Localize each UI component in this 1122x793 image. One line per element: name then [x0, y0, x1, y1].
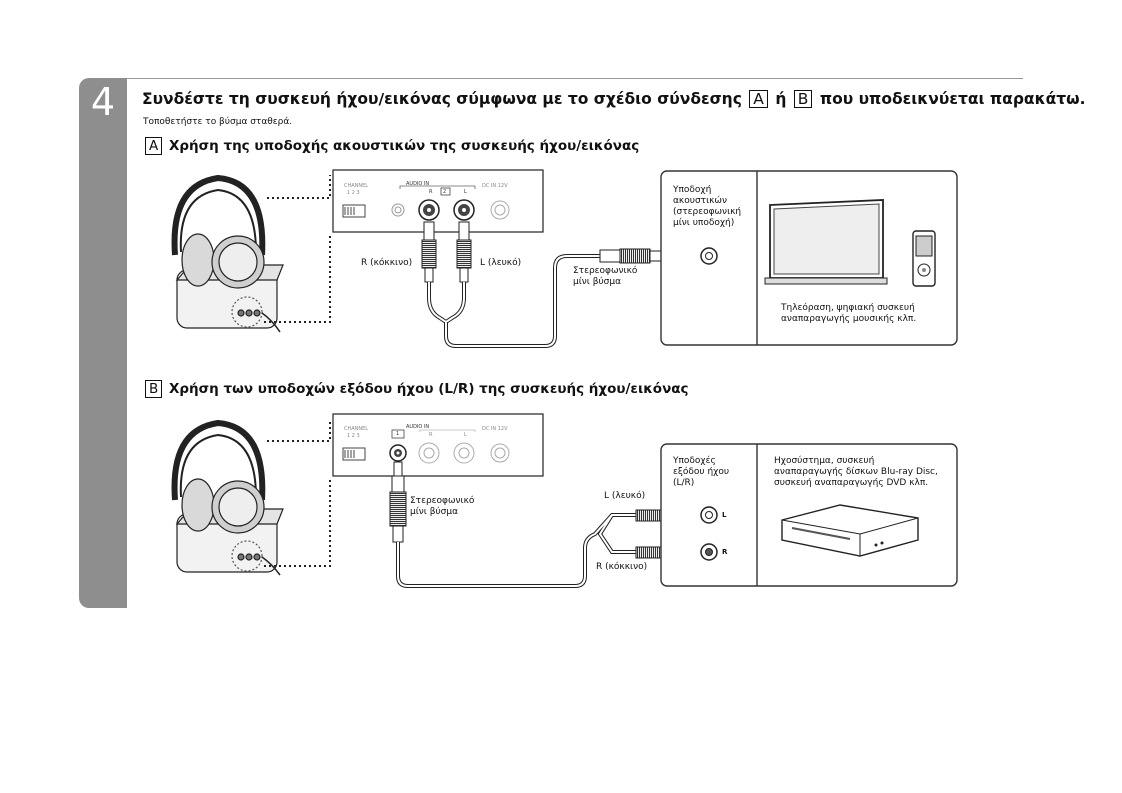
label-devices-a: Τηλεόραση, ψηφιακή συσκευή αναπαραγωγής …: [781, 303, 917, 324]
label-l-white-a: L (λευκό): [480, 258, 522, 268]
panel-a-l: L: [464, 189, 467, 195]
label-l-white-b: L (λευκό): [604, 491, 646, 501]
headphones-stand-a-icon: [171, 174, 284, 329]
panel-a-channel-nums: 1 2 3: [347, 190, 360, 196]
panel-b-channel-nums: 1 2 3: [347, 433, 360, 439]
title-box-a: A: [749, 90, 768, 108]
jack-r-label: R: [722, 548, 728, 556]
section-b-letter: B: [145, 380, 163, 398]
label-audio-outputs: Υποδοχές εξόδου ήχου (L/R): [673, 456, 730, 488]
music-player-icon: [912, 230, 936, 287]
tv-icon: [764, 199, 888, 285]
jack-l-label: L: [722, 511, 727, 519]
panel-b-r: R: [429, 432, 433, 438]
label-headphone-jack: Υποδοχή ακουστικών (στερεοφωνική μίνι υπ…: [673, 185, 742, 228]
panel-a-audio-in: AUDIO IN: [406, 181, 430, 187]
panel-b-channel: CHANNEL: [344, 426, 369, 432]
headphones-stand-b-icon: [171, 419, 284, 573]
section-a-title: Χρήση της υποδοχής ακουστικών της συσκευ…: [168, 138, 640, 154]
title-prefix: Συνδέστε τη συσκευή ήχου/εικόνας σύμφωνα…: [142, 90, 742, 108]
step-bar: [79, 78, 127, 608]
panel-a-r: R: [429, 189, 433, 195]
panel-b-dc-in: DC IN 12V: [482, 426, 508, 432]
label-r-red-b: R (κόκκινο): [596, 562, 648, 572]
label-stereo-mini-plug-b: Στερεοφωνικό μίνι βύσμα: [410, 496, 475, 517]
label-devices-b: Ηχοσύστημα, συσκευή αναπαραγωγής δίσκων …: [774, 456, 938, 488]
title-joiner: ή: [775, 90, 787, 108]
label-stereo-mini-plug-a: Στερεοφωνικό μίνι βύσμα: [573, 266, 638, 287]
disc-player-icon: [781, 504, 919, 557]
step-title: Συνδέστε τη συσκευή ήχου/εικόνας σύμφωνα…: [142, 90, 1086, 108]
rear-panel-a: [332, 169, 544, 233]
section-b-title: Χρήση των υποδοχών εξόδου ήχου (L/R) της…: [168, 381, 689, 397]
panel-b-jack-num: 1: [396, 431, 400, 437]
section-a-heading: A Χρήση της υποδοχής ακουστικών της συσκ…: [143, 137, 639, 155]
section-a-letter: A: [145, 137, 163, 155]
top-rule: [127, 78, 1023, 79]
rca-plugs-a: [421, 221, 472, 283]
panel-a-dc-in: DC IN 12V: [482, 183, 508, 189]
label-r-red-a: R (κόκκινο): [361, 258, 413, 268]
panel-a-channel: CHANNEL: [344, 183, 369, 189]
panel-a-jack-num: 2: [443, 189, 447, 195]
panel-b-audio-in: AUDIO IN: [406, 424, 430, 430]
step-number: 4: [90, 80, 116, 124]
panel-b-l: L: [464, 432, 467, 438]
title-box-b: B: [793, 90, 813, 108]
section-b-heading: B Χρήση των υποδοχών εξόδου ήχου (L/R) τ…: [143, 380, 689, 398]
step-subtitle: Τοποθετήστε το βύσμα σταθερά.: [143, 117, 293, 127]
rear-panel-b: [332, 413, 544, 477]
title-suffix: που υποδεικνύεται παρακάτω.: [819, 90, 1086, 108]
